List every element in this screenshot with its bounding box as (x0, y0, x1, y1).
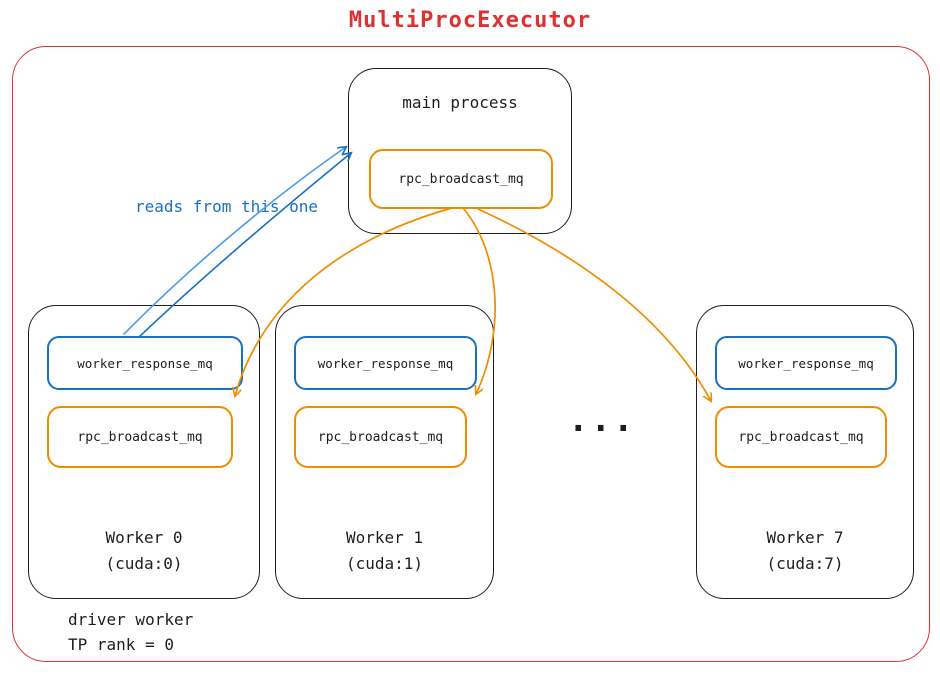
driver-worker-note: driver worker TP rank = 0 (68, 608, 193, 658)
worker-1-broadcast-mq-box: rpc_broadcast_mq (294, 406, 467, 468)
more-workers-ellipsis: ... (568, 400, 636, 440)
worker-7-title: Worker 7 (766, 528, 844, 547)
main-process-box: main process rpc_broadcast_mq (348, 68, 572, 234)
worker-1-response-mq-box: worker_response_mq (294, 336, 477, 390)
worker-0-broadcast-mq-box: rpc_broadcast_mq (47, 406, 233, 468)
reads-from-note: reads from this one (135, 197, 319, 216)
executor-boundary (12, 46, 930, 662)
worker-0-title: Worker 0 (105, 528, 183, 547)
worker-0-response-mq-box: worker_response_mq (47, 336, 243, 390)
driver-worker-note-line2: TP rank = 0 (68, 634, 174, 654)
diagram-title: MultiProcExecutor (348, 8, 592, 33)
worker-7-response-mq-box: worker_response_mq (715, 336, 897, 390)
main-rpc-broadcast-mq-box: rpc_broadcast_mq (369, 149, 553, 209)
worker-7-device: (cuda:7) (766, 554, 844, 573)
worker-7-box: worker_response_mq rpc_broadcast_mq Work… (696, 305, 914, 599)
worker-7-broadcast-mq-box: rpc_broadcast_mq (715, 406, 887, 468)
worker-1-title: Worker 1 (345, 528, 424, 547)
worker-1-box: worker_response_mq rpc_broadcast_mq Work… (275, 305, 494, 599)
worker-1-device: (cuda:1) (345, 554, 424, 573)
driver-worker-note-line1: driver worker (68, 610, 194, 629)
worker-0-device: (cuda:0) (105, 554, 183, 573)
worker-0-box: worker_response_mq rpc_broadcast_mq Work… (28, 305, 260, 599)
main-process-label: main process (402, 93, 518, 112)
